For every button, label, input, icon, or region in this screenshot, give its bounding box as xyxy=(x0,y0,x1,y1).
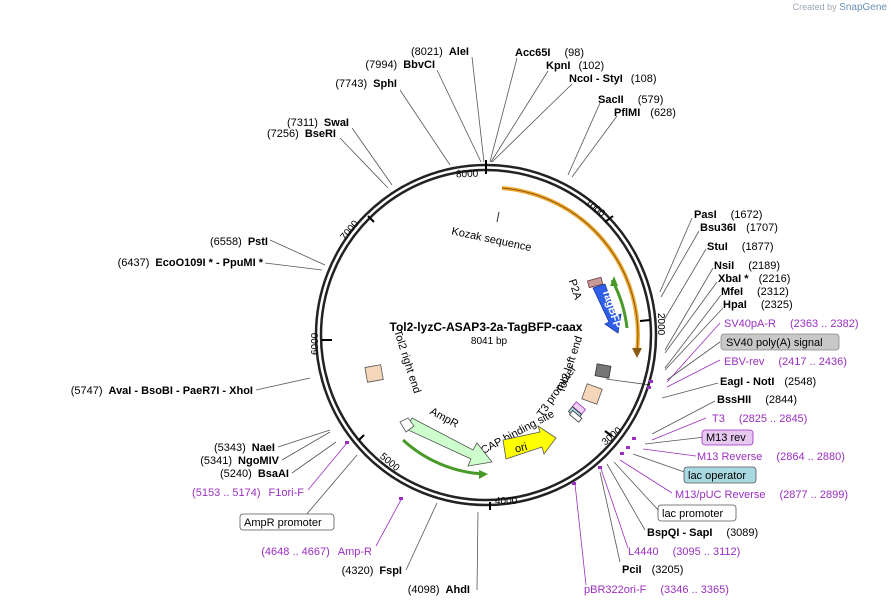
kozak-arrowhead-icon xyxy=(632,348,642,358)
site-left-8[interactable]: (5343)NaeI xyxy=(214,442,275,454)
site-right-9[interactable]: XbaI *(2216) xyxy=(718,273,790,285)
tol2-right-feature-box xyxy=(364,364,384,383)
feature-label-2[interactable]: T3(2825 .. 2845) xyxy=(712,413,807,425)
feature-labels: SV40pA-R(2363 .. 2382) EBV-rev(2417 .. 2… xyxy=(192,318,858,596)
p2a-label: P2A xyxy=(566,278,584,302)
site-right-13[interactable]: BssHII(2844) xyxy=(717,394,797,406)
lac-promoter-label: lac promoter xyxy=(662,508,723,520)
site-right-0[interactable]: Acc65I(98) xyxy=(515,47,584,59)
tagbfp-arrow xyxy=(592,283,622,334)
ori-label: ori xyxy=(514,441,529,456)
tick-label-2000: 2000 xyxy=(655,313,666,336)
sites-left: (8021)AleI (7994)BbvCI (7743)SphI (7311)… xyxy=(71,46,470,596)
tick-marks xyxy=(322,160,651,510)
ampr-promoter-label: AmpR promoter xyxy=(244,517,322,529)
site-left-12[interactable]: (4098)AhdI xyxy=(408,584,470,596)
site-left-4[interactable]: (7256)BseRI xyxy=(267,128,336,140)
feature-label-3[interactable]: M13 Reverse(2864 .. 2880) xyxy=(697,451,845,463)
tick-label-1000: 1000 xyxy=(583,197,608,220)
site-left-2[interactable]: (7743)SphI xyxy=(335,78,397,90)
ampr-arrowhead-icon xyxy=(479,470,488,479)
kozak-leader xyxy=(496,211,500,223)
p2a-box xyxy=(586,276,604,289)
ampr-label: AmpR xyxy=(428,406,461,431)
plasmid-length: 8041 bp xyxy=(471,336,508,347)
sites-right: Acc65I(98) KpnI(102) NcoI - StyI(108) Sa… xyxy=(515,47,816,576)
ampr-promoter-box xyxy=(399,417,415,433)
feature-label-7[interactable]: (4648 .. 4667)Amp-R xyxy=(261,546,372,558)
site-right-11[interactable]: HpaI(2325) xyxy=(723,299,793,311)
feature-label-5[interactable]: L4440(3095 .. 3112) xyxy=(628,546,740,558)
lac-promoter-label-box[interactable] xyxy=(657,504,737,522)
ampr-green-arc xyxy=(401,438,484,476)
tick-label-4000: 4000 xyxy=(495,496,518,507)
lac-operator-label: lac operator xyxy=(688,470,746,482)
site-right-1[interactable]: KpnI(102) xyxy=(546,60,604,72)
site-left-11[interactable]: (4320)FspI xyxy=(342,565,402,577)
feature-label-6[interactable]: pBR322ori-F(3346 .. 3365) xyxy=(584,584,729,596)
tol2-right-label: Tol2 right end xyxy=(391,328,423,395)
connector-lines xyxy=(255,56,724,591)
feature-label-8[interactable]: (5153 .. 5174)F1ori-F xyxy=(192,487,304,499)
m13-feature-box xyxy=(571,401,587,415)
site-left-3[interactable]: (7311)SwaI xyxy=(287,117,349,129)
sv40-label-box[interactable] xyxy=(720,333,840,351)
site-left-10[interactable]: (5240)BsaAI xyxy=(220,468,289,480)
ori-arrow xyxy=(502,425,557,460)
kozak-label: Kozak sequence xyxy=(450,225,532,254)
tol2-left-arrowhead-icon xyxy=(610,276,618,286)
site-left-1[interactable]: (7994)BbvCI xyxy=(365,59,435,71)
site-right-15[interactable]: PciI(3205) xyxy=(622,564,683,576)
feature-label-4[interactable]: M13/pUC Reverse(2877 .. 2899) xyxy=(675,489,848,501)
sv40-feature-box xyxy=(594,363,612,379)
ampr-promoter-label-box[interactable] xyxy=(239,513,335,531)
tol2-left-feature-box xyxy=(581,383,603,405)
brand-credit: Created by SnapGene xyxy=(793,2,887,13)
site-left-0[interactable]: (8021)AleI xyxy=(411,46,469,58)
site-left-6[interactable]: (6437)EcoO109I * - PpuMI * xyxy=(118,257,264,269)
feature-label-0[interactable]: SV40pA-R(2363 .. 2382) xyxy=(724,318,858,330)
site-right-5[interactable]: PasI(1672) xyxy=(694,209,762,221)
site-right-3[interactable]: SacII(579) xyxy=(598,94,663,106)
primer-markers xyxy=(345,380,653,500)
kozak-arc-core xyxy=(501,187,639,353)
site-right-4[interactable]: PflMI(628) xyxy=(614,107,676,119)
site-right-14[interactable]: BspQI - SapI(3089) xyxy=(647,527,758,539)
site-right-8[interactable]: NsiI(2189) xyxy=(714,260,780,272)
lac-operator-label-box[interactable] xyxy=(683,466,757,484)
sv40-label: SV40 poly(A) signal xyxy=(726,337,823,349)
feature-label-1[interactable]: EBV-rev(2417 .. 2436) xyxy=(724,356,847,368)
snapgene-logo: SnapGene xyxy=(839,2,887,13)
site-right-7[interactable]: StuI(1877) xyxy=(707,241,774,253)
lac-promoter-feature-box xyxy=(568,410,583,423)
m13-rev-label-box[interactable] xyxy=(701,429,754,446)
m13-rev-label: M13 rev xyxy=(706,432,746,444)
site-right-10[interactable]: MfeI(2312) xyxy=(721,286,789,298)
tick-label-8000: 8000 xyxy=(456,169,479,181)
site-left-7[interactable]: (5747)AvaI - BsoBI - PaeR7I - XhoI xyxy=(71,385,253,397)
created-by-text: Created by xyxy=(792,2,837,12)
plasmid-name: Tol2-lyzC-ASAP3-2a-TagBFP-caax xyxy=(390,320,583,334)
ampr-arrow xyxy=(405,417,493,467)
site-left-5[interactable]: (6558)PstI xyxy=(210,236,268,248)
site-right-6[interactable]: Bsu36I(1707) xyxy=(700,222,778,234)
tick-label-6000: 6000 xyxy=(310,332,321,355)
site-right-12[interactable]: EagI - NotI(2548) xyxy=(720,376,816,388)
site-left-9[interactable]: (5341)NgoMIV xyxy=(200,455,279,467)
site-right-2[interactable]: NcoI - StyI(108) xyxy=(569,73,656,85)
